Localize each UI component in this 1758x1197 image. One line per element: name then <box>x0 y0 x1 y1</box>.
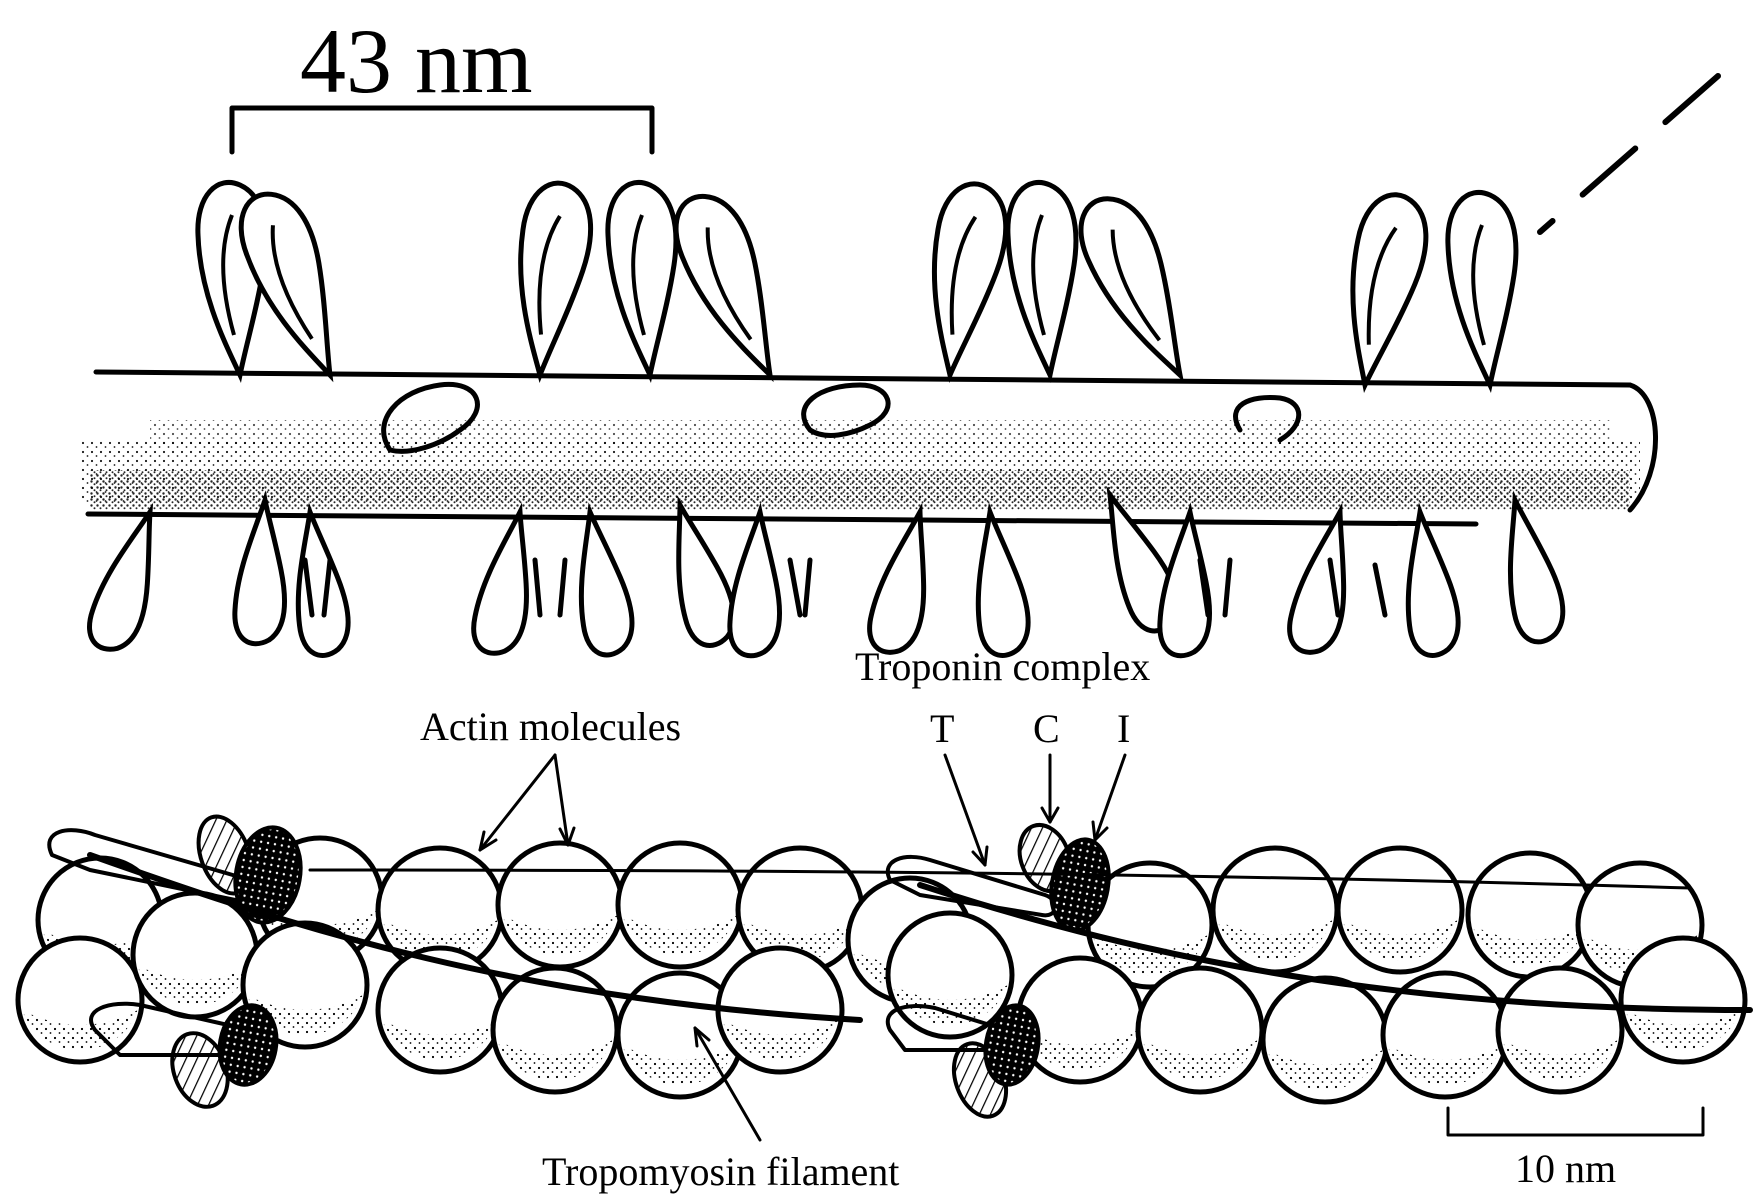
top-panel: 43 nm <box>80 10 1718 659</box>
troponin-c-label: C <box>1033 706 1060 751</box>
bottom-scale-label: 10 nm <box>1515 1146 1616 1191</box>
dashed-extension-line <box>1540 76 1718 232</box>
bottom-scale-bracket <box>1448 1108 1703 1135</box>
troponin-i-label: I <box>1117 706 1130 751</box>
thick-filament <box>80 372 1656 524</box>
troponin-t-label: T <box>930 706 954 751</box>
troponin-complex-label: Troponin complex <box>855 644 1150 689</box>
bottom-panel: Troponin complex Actin molecules T C I T… <box>18 644 1750 1194</box>
top-scale-label: 43 nm <box>300 10 533 112</box>
actin-molecules-label: Actin molecules <box>420 704 681 749</box>
tropomyosin-filament-label: Tropomyosin filament <box>542 1149 899 1194</box>
top-scale-bracket <box>232 108 652 152</box>
